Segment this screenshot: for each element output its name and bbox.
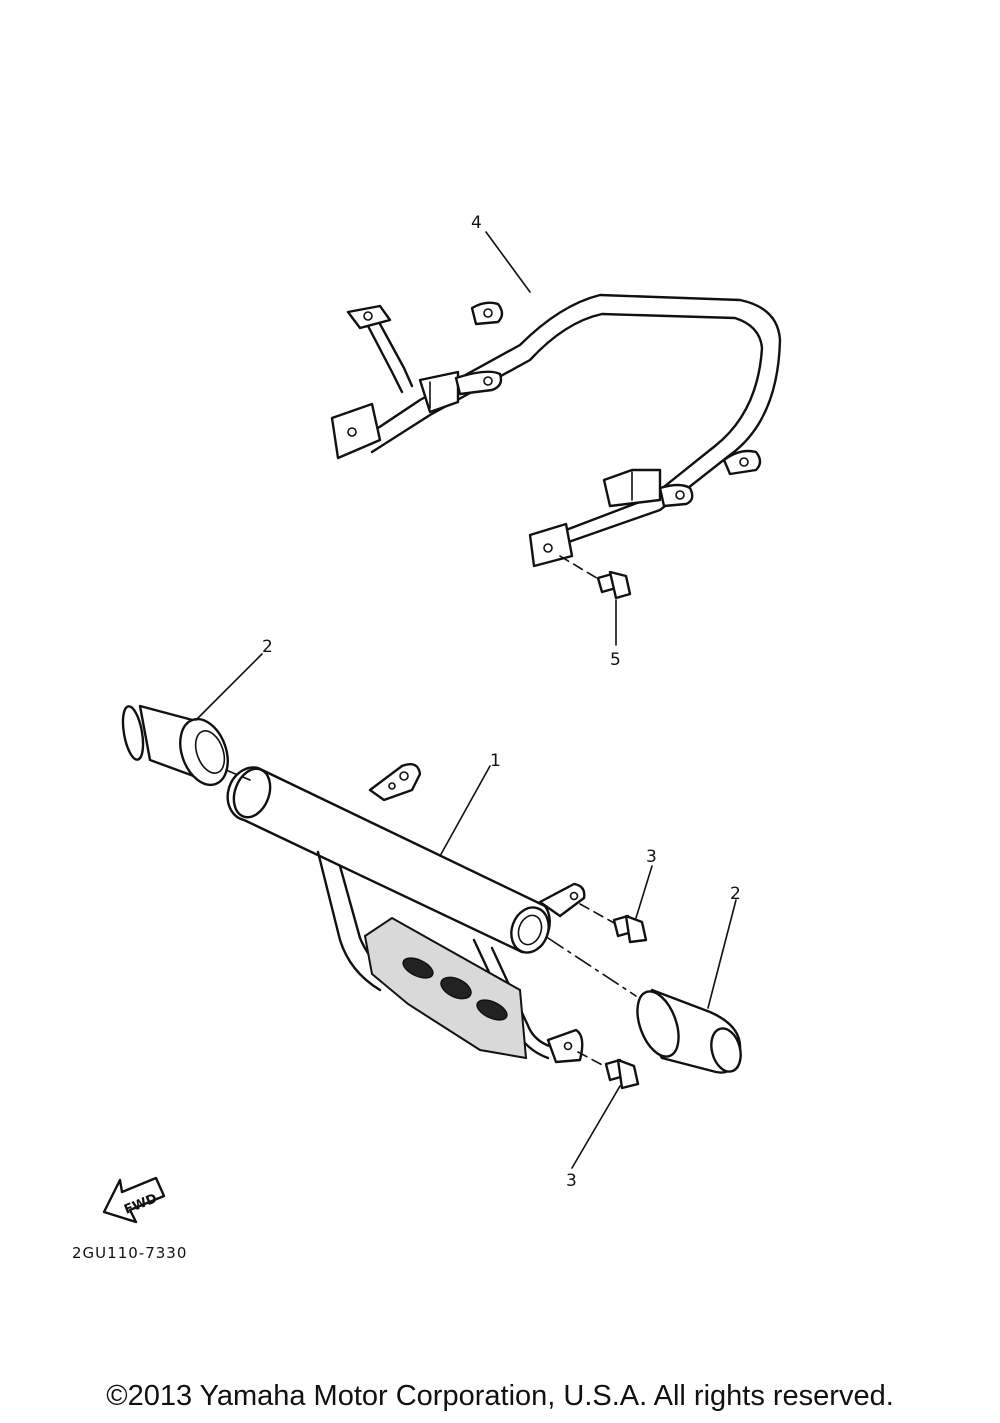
- leader-lines: [195, 231, 737, 1169]
- bolt-lower-part-3[interactable]: [577, 1051, 640, 1090]
- bolt-upper-part-3[interactable]: [579, 903, 648, 944]
- callout-part-4: 4: [471, 213, 482, 233]
- drawing-code: 2GU110-7330: [72, 1244, 187, 1262]
- callout-part-2-left: 2: [262, 637, 273, 657]
- bolt-part-5[interactable]: [559, 555, 632, 646]
- callout-part-3-upper: 3: [646, 847, 657, 867]
- callout-part-1: 1: [490, 751, 501, 771]
- end-cap-left-part-2[interactable]: [119, 704, 251, 792]
- rear-carrier-part-4[interactable]: [330, 293, 782, 568]
- callout-part-5: 5: [610, 650, 621, 670]
- callout-part-2-right: 2: [730, 884, 741, 904]
- callout-part-3-lower: 3: [566, 1171, 577, 1191]
- forward-arrow-icon: FWD: [102, 1176, 166, 1224]
- end-cap-right-part-2[interactable]: [547, 937, 745, 1075]
- copyright-notice: ©2013 Yamaha Motor Corporation, U.S.A. A…: [106, 1380, 894, 1412]
- front-bumper-part-1[interactable]: [226, 763, 586, 1064]
